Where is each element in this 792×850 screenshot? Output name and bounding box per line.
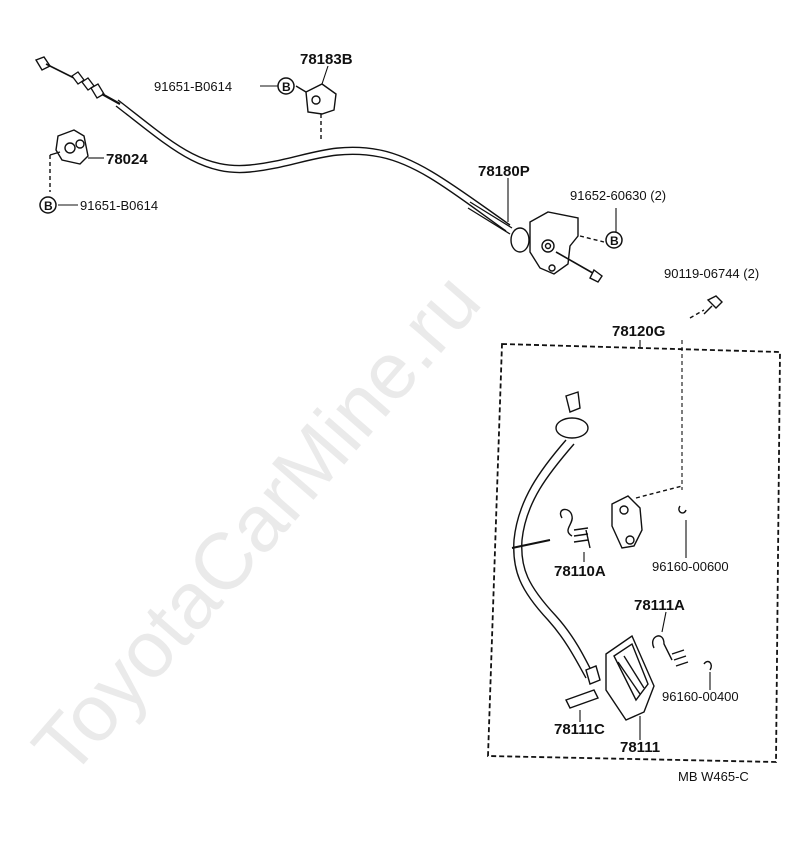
watermark: ToyotaCarMine.ru — [16, 256, 497, 791]
spring-78110A — [559, 508, 591, 549]
label-91651-left: 91651-B0614 — [80, 198, 158, 213]
label-78183B: 78183B — [300, 51, 353, 68]
label-78120G: 78120G — [612, 323, 665, 340]
label-78180P: 78180P — [478, 163, 530, 180]
cable-bracket-78183B — [295, 83, 337, 142]
label-78110A: 78110A — [554, 563, 606, 580]
label-78111: 78111 — [620, 739, 660, 756]
label-91651-top: 91651-B0614 — [154, 79, 232, 94]
label-91652: 91652-60630 (2) — [570, 188, 666, 203]
bolt-symbol-left: B — [39, 196, 57, 214]
label-90119: 90119-06744 (2) — [664, 266, 759, 281]
cable-clamp-78024 — [49, 129, 89, 192]
cable-end-bracket — [510, 211, 605, 283]
leader-lines — [58, 65, 711, 740]
svg-text:B: B — [610, 234, 619, 248]
pedal-lever — [511, 391, 601, 685]
label-96160-00600: 96160-00600 — [652, 559, 729, 574]
pedal-bracket — [611, 485, 687, 549]
assembly-78120G-box — [487, 343, 781, 763]
bolt-symbol-top: B — [277, 77, 295, 95]
spring-78111A — [652, 635, 713, 671]
pin-78111C — [565, 689, 599, 709]
label-78111C: 78111C — [554, 721, 605, 738]
svg-text:B: B — [44, 199, 53, 213]
bolt-90119 — [689, 295, 723, 319]
pedal-pad-78111 — [605, 634, 655, 721]
label-78024: 78024 — [106, 151, 148, 168]
bolt-symbol-right: B — [605, 231, 623, 249]
label-78111A: 78111A — [634, 597, 685, 614]
diagram-code: MB W465-C — [678, 769, 749, 784]
accelerator-cable — [34, 56, 513, 235]
svg-text:B: B — [282, 80, 291, 94]
label-96160-00400: 96160-00400 — [662, 689, 739, 704]
